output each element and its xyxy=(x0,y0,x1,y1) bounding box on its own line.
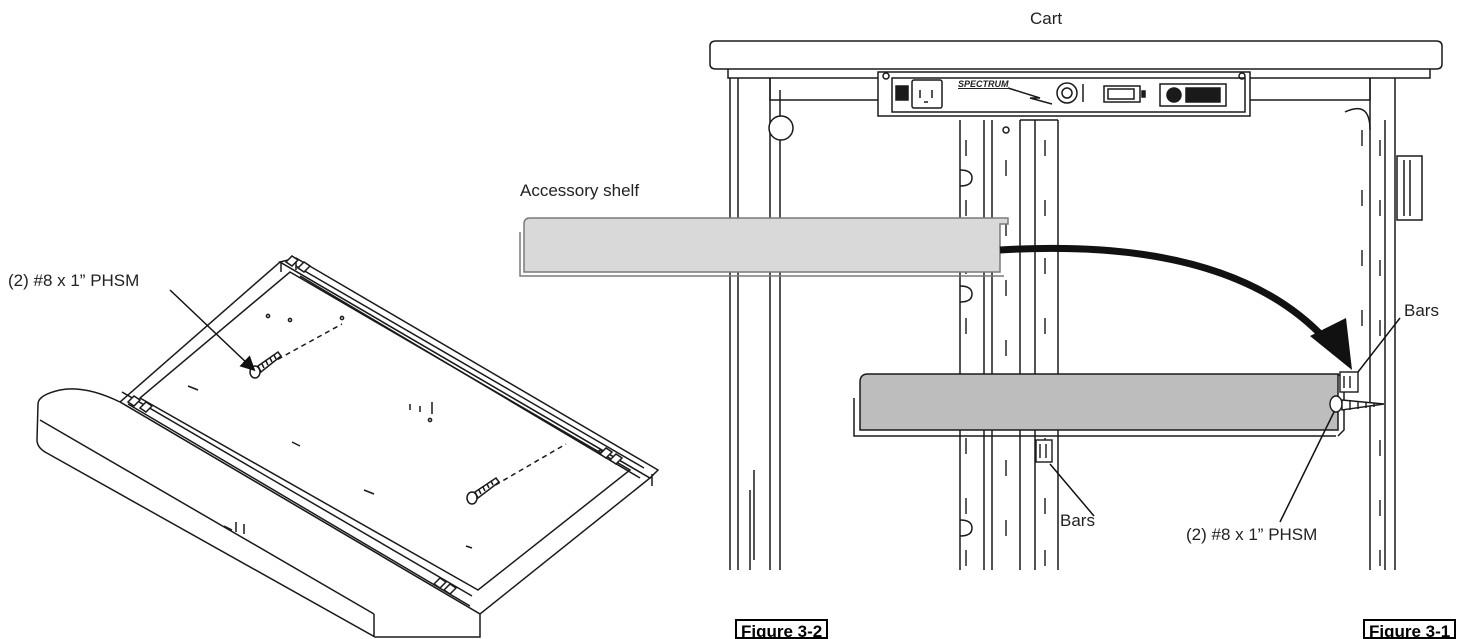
accessory-shelf-installed xyxy=(853,373,1345,437)
screw-lower-left xyxy=(466,476,501,505)
accessory-shelf-label: Accessory shelf xyxy=(520,181,640,200)
bar-clip-bottom xyxy=(1035,439,1053,463)
screws-left-leader xyxy=(169,289,256,372)
screws-left-label: (2) #8 x 1” PHSM xyxy=(8,271,140,290)
bar-clip-right xyxy=(1339,371,1359,393)
shelf-exploded-view xyxy=(36,255,660,638)
accessory-shelf-ghost xyxy=(519,217,1009,277)
cart-label: Cart xyxy=(1030,9,1063,28)
screw-upper-left xyxy=(249,350,283,379)
screws-right-label: (2) #8 x 1” PHSM xyxy=(1186,525,1318,544)
brand-logo: SPECTRUM xyxy=(958,79,1009,89)
leader-lines xyxy=(1049,317,1401,523)
screw-right xyxy=(1329,395,1385,413)
figure-3-2-label: Figure 3-2 xyxy=(735,619,829,639)
cart-assembly xyxy=(709,40,1443,570)
bars-bottom-label: Bars xyxy=(1060,511,1095,530)
figure-3-1-label: Figure 3-1 xyxy=(1363,619,1457,639)
bars-right-label: Bars xyxy=(1404,301,1439,320)
install-arrow xyxy=(999,244,1352,370)
